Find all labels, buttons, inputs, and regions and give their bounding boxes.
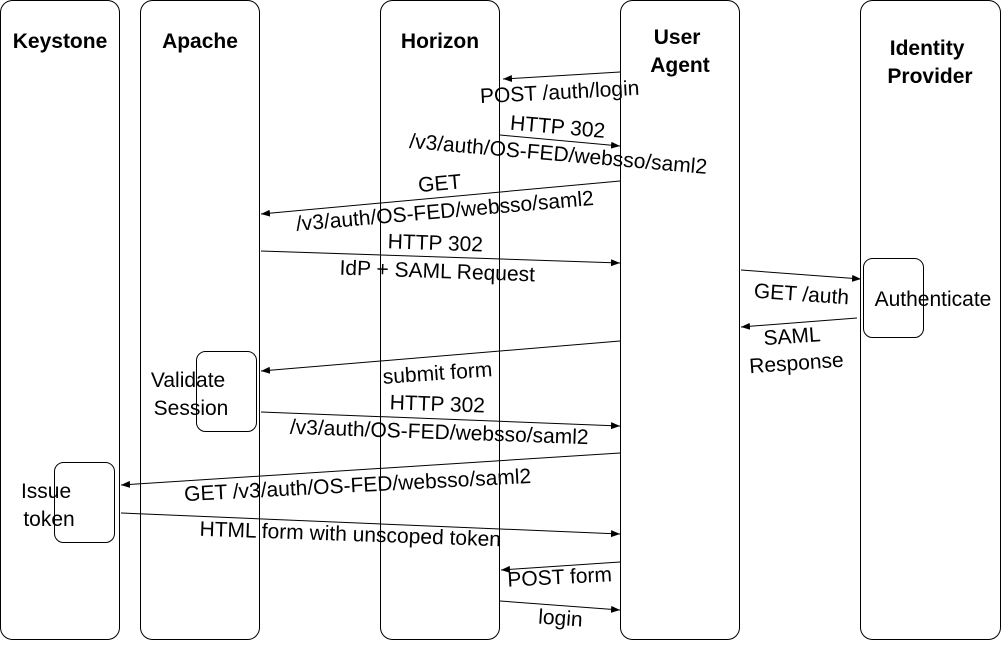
activity-label-issue-token: Issue token — [21, 480, 77, 531]
message-http-302-idp: HTTP 302 IdP + SAML Request — [260, 230, 621, 286]
message-label-post-auth-login: POST /auth/login — [479, 77, 640, 108]
message-get-auth: GET /auth — [740, 269, 862, 310]
lane-title-keystone: Keystone — [13, 30, 108, 53]
lane-user-agent: User Agent — [620, 0, 740, 640]
activity-issue-token: Issue token — [21, 462, 115, 543]
lane-title-user-agent: User Agent — [650, 26, 710, 77]
lane-title-horizon: Horizon — [401, 30, 479, 53]
lane-identity-provider: Identity Provider — [860, 0, 1001, 640]
activity-authenticate: Authenticate — [863, 258, 992, 338]
activity-label-validate-session: Validate Session — [151, 369, 231, 420]
message-login: login — [499, 600, 621, 632]
lane-title-identity-provider: Identity Provider — [887, 37, 972, 88]
message-label-saml-response: SAML Response — [747, 322, 845, 378]
activity-validate-session: Validate Session — [151, 351, 257, 432]
message-label-login: login — [538, 605, 584, 631]
lane-apache: Apache — [140, 0, 260, 640]
lane-horizon: Horizon — [380, 0, 500, 640]
message-saml-response: SAML Response — [740, 317, 858, 378]
message-post-auth-login: POST /auth/login — [479, 71, 640, 108]
lane-title-apache: Apache — [162, 30, 238, 53]
lane-keystone: Keystone — [0, 0, 120, 640]
message-post-form: POST form — [500, 561, 621, 592]
activity-label-authenticate: Authenticate — [875, 288, 992, 311]
message-label-get-auth: GET /auth — [753, 280, 850, 310]
message-label-post-form: POST form — [507, 563, 613, 591]
